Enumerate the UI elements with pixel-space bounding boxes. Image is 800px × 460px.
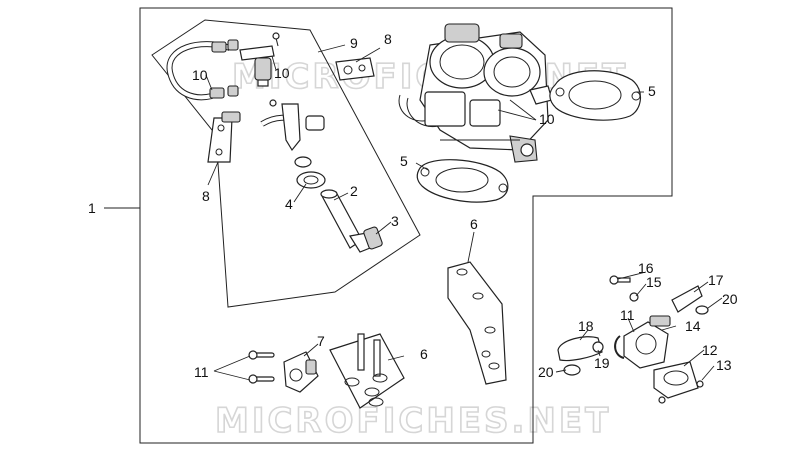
callout-6-lower: 6 (420, 346, 428, 362)
callout-15: 15 (646, 274, 662, 290)
callout-13: 13 (716, 357, 732, 373)
callout-6-right: 6 (470, 216, 478, 232)
gasket-upper (549, 70, 641, 121)
intake-tube (320, 189, 383, 253)
callout-labels: 1 2 3 4 5 5 6 6 7 8 8 9 10 10 10 11 11 1… (88, 31, 738, 380)
tube-connector (260, 99, 325, 152)
callout-5-upper: 5 (648, 83, 656, 99)
callout-2: 2 (350, 183, 358, 199)
callout-11-right: 11 (620, 307, 635, 323)
callout-3: 3 (391, 213, 399, 229)
throttle-body (398, 23, 553, 163)
hose-group-outline (151, 19, 421, 308)
plate-bracket-lower (329, 333, 405, 409)
callout-18: 18 (578, 318, 594, 334)
leader-lines (104, 44, 723, 381)
bracket-left (207, 111, 241, 163)
callout-14: 14 (685, 318, 701, 334)
callout-16: 16 (638, 260, 654, 276)
callout-7: 7 (317, 333, 325, 349)
callout-19: 19 (594, 355, 610, 371)
callout-4: 4 (285, 196, 293, 212)
assembly-outline (139, 7, 673, 444)
callout-20-left: 20 (538, 364, 554, 380)
callout-8-left: 8 (202, 188, 210, 204)
solenoid-valve (239, 32, 280, 87)
callout-9: 9 (350, 35, 358, 51)
watermark-bottom: MICROFICHES.NET (215, 401, 611, 441)
hose-loop (166, 39, 239, 101)
callout-12: 12 (702, 342, 718, 358)
callout-11-screws: 11 (194, 364, 209, 380)
callout-1: 1 (88, 200, 96, 216)
callout-10-throttle: 10 (539, 111, 555, 127)
plate-bracket-right (447, 261, 507, 385)
callout-17: 17 (708, 272, 724, 288)
callout-10-valve: 10 (274, 65, 290, 81)
callout-20-right: 20 (722, 291, 738, 307)
callout-8-top: 8 (384, 31, 392, 47)
callout-10-hose: 10 (192, 67, 208, 83)
bracket-top (335, 57, 375, 81)
thermostat-group (557, 275, 709, 404)
gasket-lower (416, 159, 509, 203)
o-ring-set (294, 156, 326, 189)
callout-5-lower: 5 (400, 153, 408, 169)
throttle-sensor (248, 350, 319, 393)
